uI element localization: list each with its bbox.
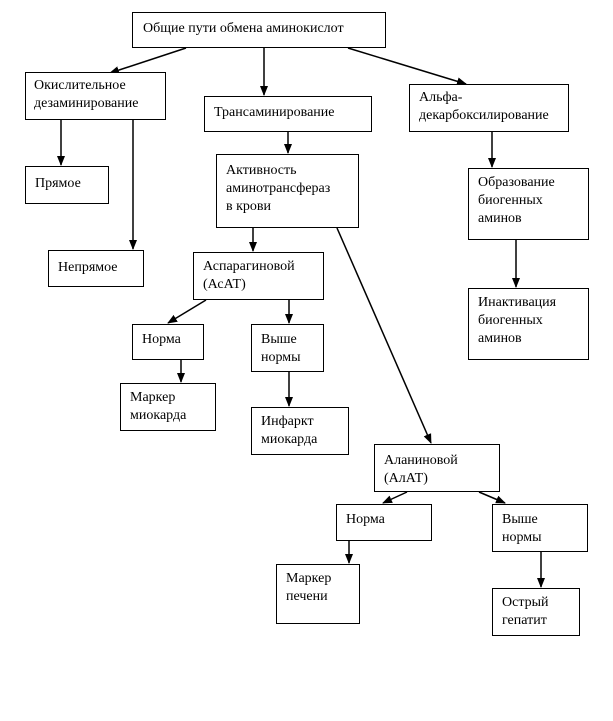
node-ast-normal: Норма: [132, 324, 204, 360]
node-oxidative-deamination: Окислительное дезаминирование: [25, 72, 166, 120]
node-aspartate-ast: Аспарагиновой (АсАТ): [193, 252, 324, 300]
node-aminotransferase-activity: Активность аминотрансфераз в крови: [216, 154, 359, 228]
node-acute-hepatitis: Острый гепатит: [492, 588, 580, 636]
node-alpha-decarboxylation: Альфа- декарбоксилирование: [409, 84, 569, 132]
node-biogenic-amine-formation: Образование биогенных аминов: [468, 168, 589, 240]
node-biogenic-amine-inactivation: Инактивация биогенных аминов: [468, 288, 589, 360]
node-alanine-alt: Аланиновой (АлАТ): [374, 444, 500, 492]
node-liver-marker: Маркер печени: [276, 564, 360, 624]
edge-root-alpha-decarb: [347, 47, 467, 86]
node-alt-above-normal: Выше нормы: [492, 504, 588, 552]
edge-alanine-above: [478, 491, 506, 504]
edge-activity-alanine: [336, 227, 432, 444]
node-ast-above-normal: Выше нормы: [251, 324, 324, 372]
node-transamination: Трансаминирование: [204, 96, 372, 132]
edge-aspartate-norm: [167, 299, 207, 324]
node-myocardial-infarction: Инфаркт миокарда: [251, 407, 349, 455]
edge-alanine-norm: [382, 491, 408, 504]
node-root-general-pathways: Общие пути обмена аминокислот: [132, 12, 386, 48]
node-myocardium-marker: Маркер миокарда: [120, 383, 216, 431]
edge-root-oxidative: [109, 47, 187, 74]
node-direct: Прямое: [25, 166, 109, 204]
node-alt-normal: Норма: [336, 504, 432, 541]
node-indirect: Непрямое: [48, 250, 144, 287]
